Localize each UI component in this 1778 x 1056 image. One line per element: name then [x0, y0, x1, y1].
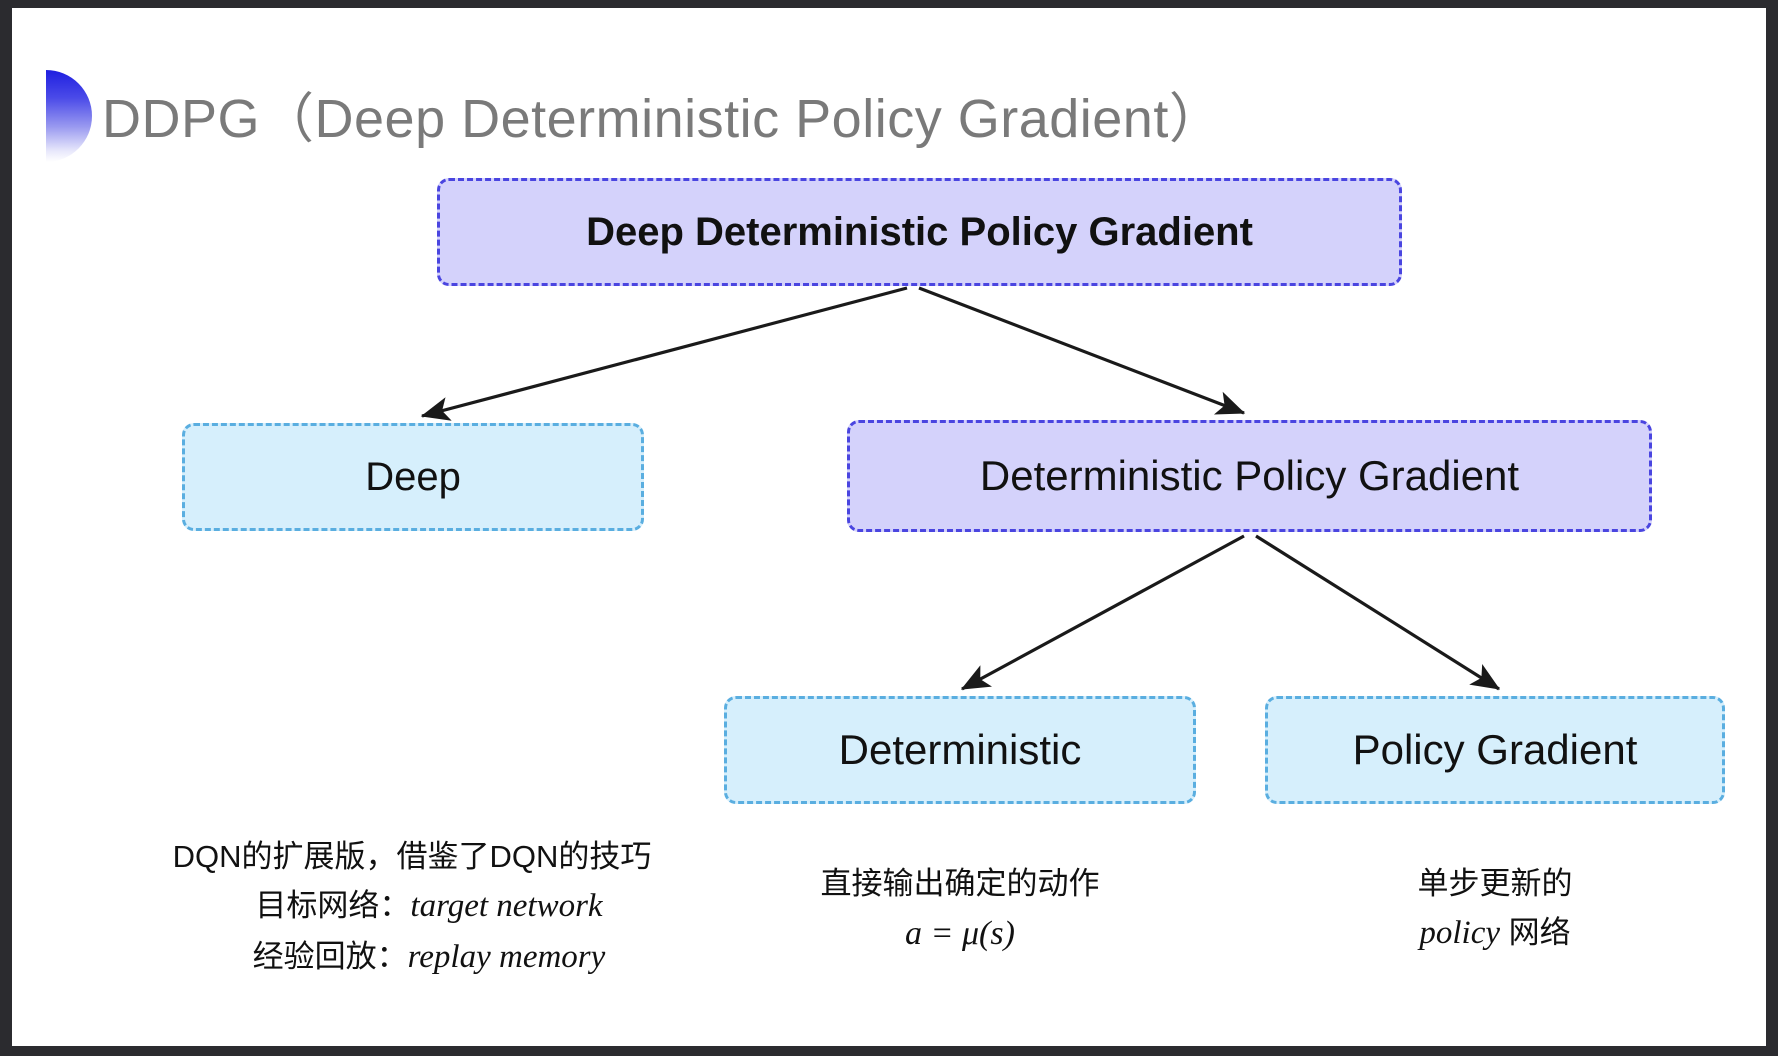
edge-dpg-to-deterministic: [960, 534, 1245, 691]
annotation-policy-gradient: 单步更新的 policy 网络: [1265, 860, 1725, 959]
node-deep[interactable]: Deep: [182, 423, 644, 531]
annotation-policy-gradient-term: policy: [1419, 915, 1500, 952]
annotation-policy-gradient-suffix: 网络: [1500, 915, 1571, 951]
edge-root-to-deep: [420, 286, 908, 421]
annotation-deep-line3: 经验回放：replay memory: [142, 932, 682, 983]
annotation-deterministic-line1: 直接输出确定的动作: [820, 866, 1100, 901]
annotation-deterministic: 直接输出确定的动作 a = μ(s): [724, 860, 1196, 961]
annotation-policy-gradient-line2: policy 网络: [1265, 908, 1725, 959]
page-title: DDPG（Deep Deterministic Policy Gradient）: [102, 89, 1224, 149]
frame-edge-bottom: [0, 1046, 1778, 1056]
annotation-deep: DQN的扩展版，借鉴了DQN的技巧 目标网络：target network 经验…: [142, 833, 682, 983]
title-accent-halfcircle-icon: [46, 70, 92, 162]
frame-edge-left: [0, 0, 12, 1056]
annotation-deep-line2-term: target network: [410, 888, 603, 925]
edge-dpg-to-policy-gradient: [1255, 534, 1501, 691]
annotation-deep-line3-term: replay memory: [407, 939, 606, 976]
edge-root-to-dpg: [918, 286, 1246, 415]
node-policy-gradient[interactable]: Policy Gradient: [1265, 696, 1725, 804]
node-deterministic[interactable]: Deterministic: [724, 696, 1196, 804]
node-deep-deterministic-policy-gradient[interactable]: Deep Deterministic Policy Gradient: [437, 178, 1402, 286]
annotation-deterministic-formula: a = μ(s): [905, 915, 1015, 953]
annotation-policy-gradient-line1: 单步更新的: [1417, 866, 1573, 901]
node-deterministic-policy-gradient[interactable]: Deterministic Policy Gradient: [847, 420, 1652, 532]
annotation-deep-line1: DQN的扩展版，借鉴了DQN的技巧: [172, 839, 652, 874]
frame-edge-top: [0, 0, 1778, 8]
annotation-deep-line2-label: 目标网络：: [255, 888, 411, 924]
annotation-deep-line3-label: 经验回放：: [252, 939, 408, 975]
slide-content-area: DDPG（Deep Deterministic Policy Gradient）…: [12, 8, 1766, 1046]
annotation-deep-line2: 目标网络：target network: [142, 881, 682, 932]
frame-edge-right: [1766, 0, 1778, 1056]
